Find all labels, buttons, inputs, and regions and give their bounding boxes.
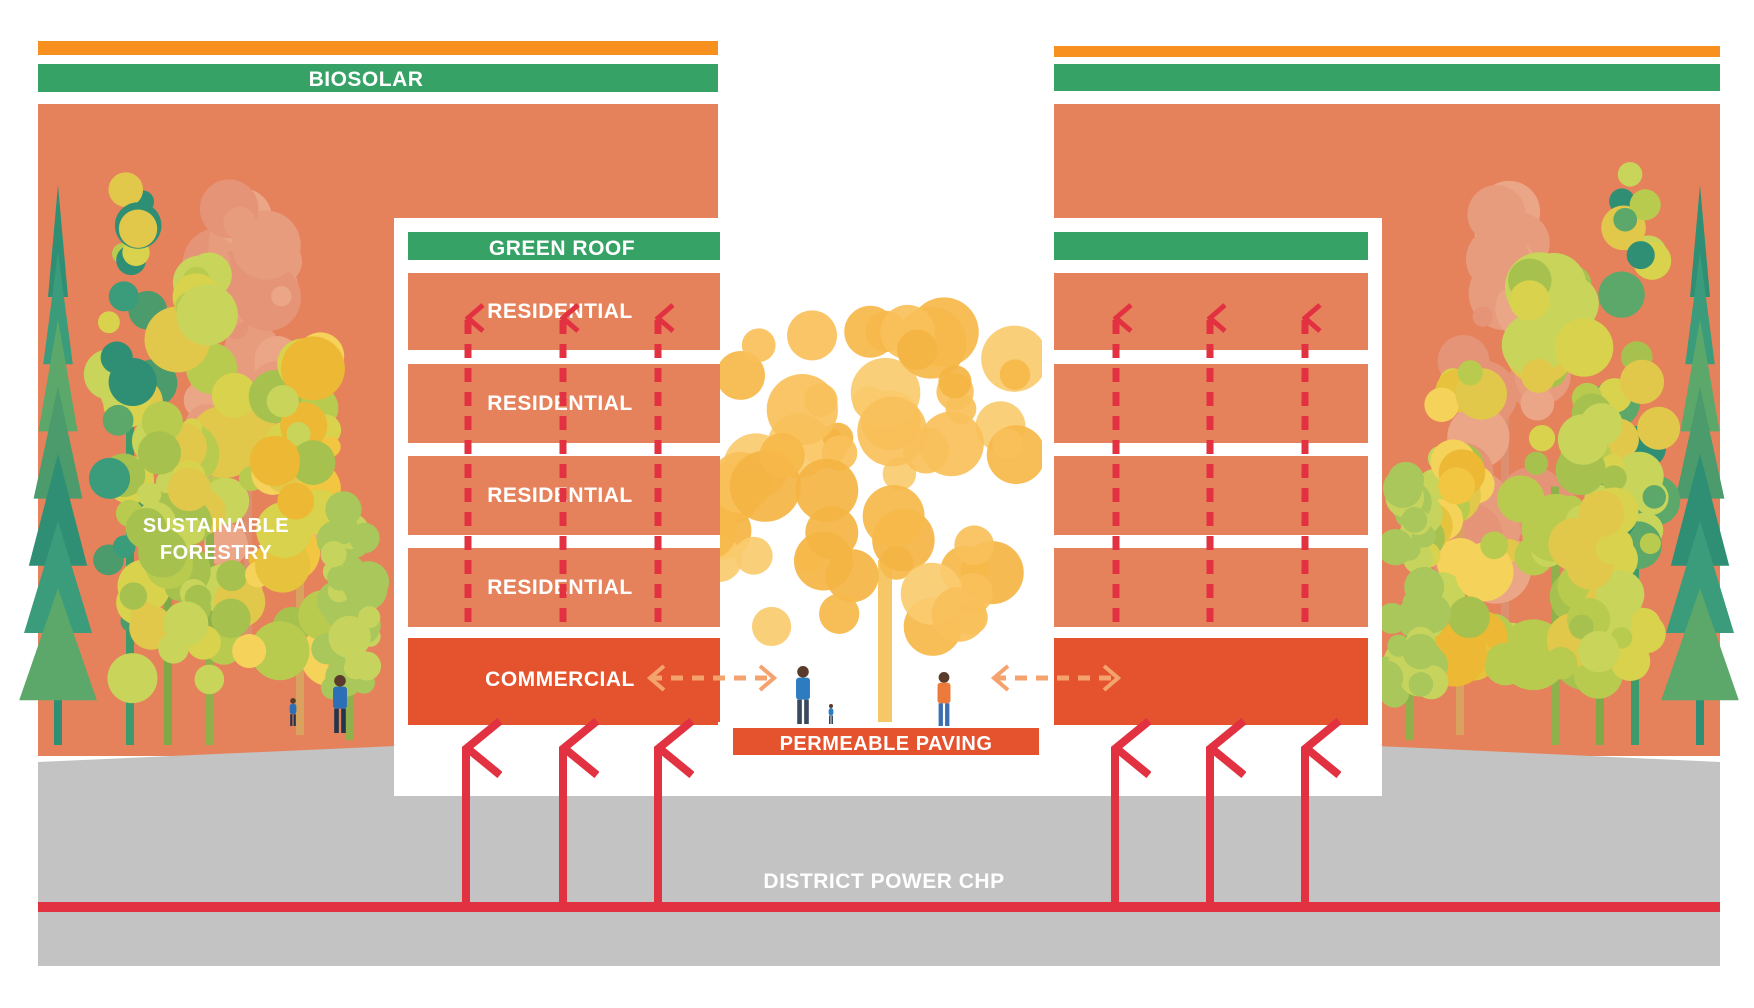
commercial-floor-right <box>1054 638 1368 725</box>
green-roof-left <box>408 232 720 260</box>
tree-icon <box>311 491 390 740</box>
tree-icon <box>1661 185 1739 745</box>
tree-icon <box>1368 461 1451 740</box>
permeable-paving-bar <box>733 728 1039 755</box>
heat-arrows <box>464 318 1305 622</box>
person-icon <box>828 704 834 724</box>
biosolar-label: BIOSOLAR <box>309 68 424 91</box>
tree-icon <box>107 401 225 745</box>
forest-right <box>1368 162 1739 745</box>
solar-bar-left <box>38 41 718 55</box>
left-building: GREEN ROOF RESIDENTIAL RESIDENTIAL RESID… <box>394 218 720 796</box>
tree-icon <box>232 332 373 735</box>
person-icon <box>937 672 951 726</box>
biosolar-bar-left <box>38 64 718 92</box>
residential-label-1: RESIDENTIAL <box>487 300 633 323</box>
forestry-label-line-2: FORESTRY <box>160 542 272 564</box>
person-icon <box>289 698 297 726</box>
lower-ground-band <box>38 916 1720 966</box>
biosolar-bar-right <box>1054 64 1720 91</box>
green-roof-right <box>1054 232 1368 260</box>
permeable-paving-label: PERMEABLE PAVING <box>780 733 993 755</box>
person-icon <box>796 666 810 724</box>
green-roof-label: GREEN ROOF <box>489 237 635 260</box>
people <box>289 666 951 733</box>
tree-icon <box>1544 403 1651 745</box>
power-arrows <box>462 748 1305 906</box>
right-building <box>1042 218 1382 796</box>
solar-bar-right <box>1054 46 1720 57</box>
right-floor-1 <box>1054 273 1368 350</box>
forestry-label-line-1: SUSTAINABLE <box>143 515 289 537</box>
tree-icon <box>19 185 97 745</box>
commercial-label: COMMERCIAL <box>485 668 635 691</box>
district-power-line <box>38 902 1720 912</box>
person-icon <box>333 675 347 733</box>
district-power-label: DISTRICT POWER CHP <box>763 870 1004 893</box>
tree-icon <box>667 297 1089 725</box>
forest-left <box>19 172 390 745</box>
